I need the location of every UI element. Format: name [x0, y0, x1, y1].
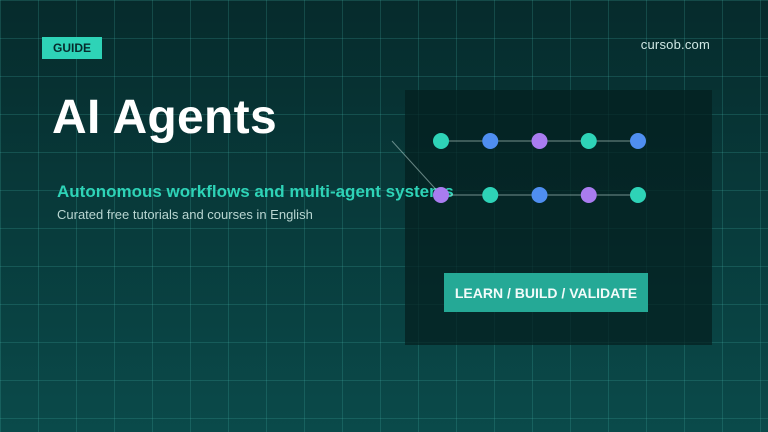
- guide-badge: GUIDE: [42, 37, 102, 59]
- page-title: AI Agents: [52, 91, 277, 144]
- hero-description: Curated free tutorials and courses in En…: [57, 207, 313, 222]
- site-domain[interactable]: cursob.com: [640, 37, 710, 52]
- learn-build-validate-button[interactable]: LEARN / BUILD / VALIDATE: [444, 273, 648, 312]
- hero-subtitle: Autonomous workflows and multi-agent sys…: [57, 182, 454, 201]
